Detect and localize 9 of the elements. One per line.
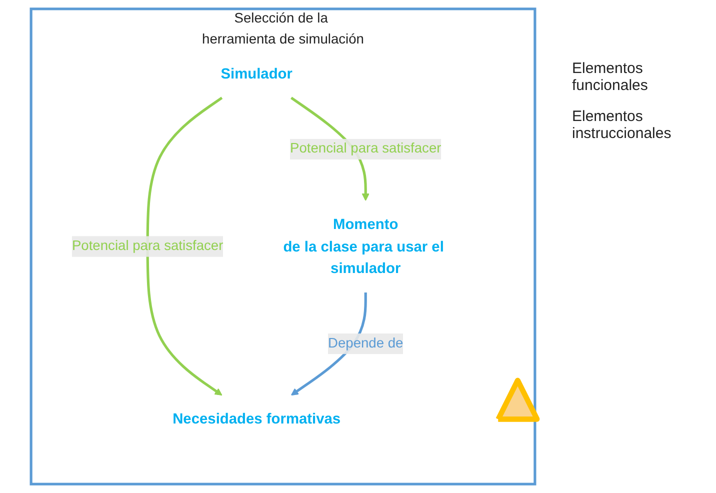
edge-label: Potencial para satisfacer — [72, 238, 224, 254]
node-text: Momento de la clase para usar el simulador — [283, 216, 444, 276]
node-text: Necesidades formativas — [172, 410, 341, 428]
edge-label: Depende de — [328, 336, 404, 351]
node-text: Simulador — [220, 65, 292, 82]
edge-label: Potencial para satisfacer — [290, 141, 442, 156]
arrow — [146, 96, 223, 396]
note-text: Elementos funcionales — [572, 60, 649, 94]
note-text: Elementos instruccionales — [572, 108, 672, 142]
